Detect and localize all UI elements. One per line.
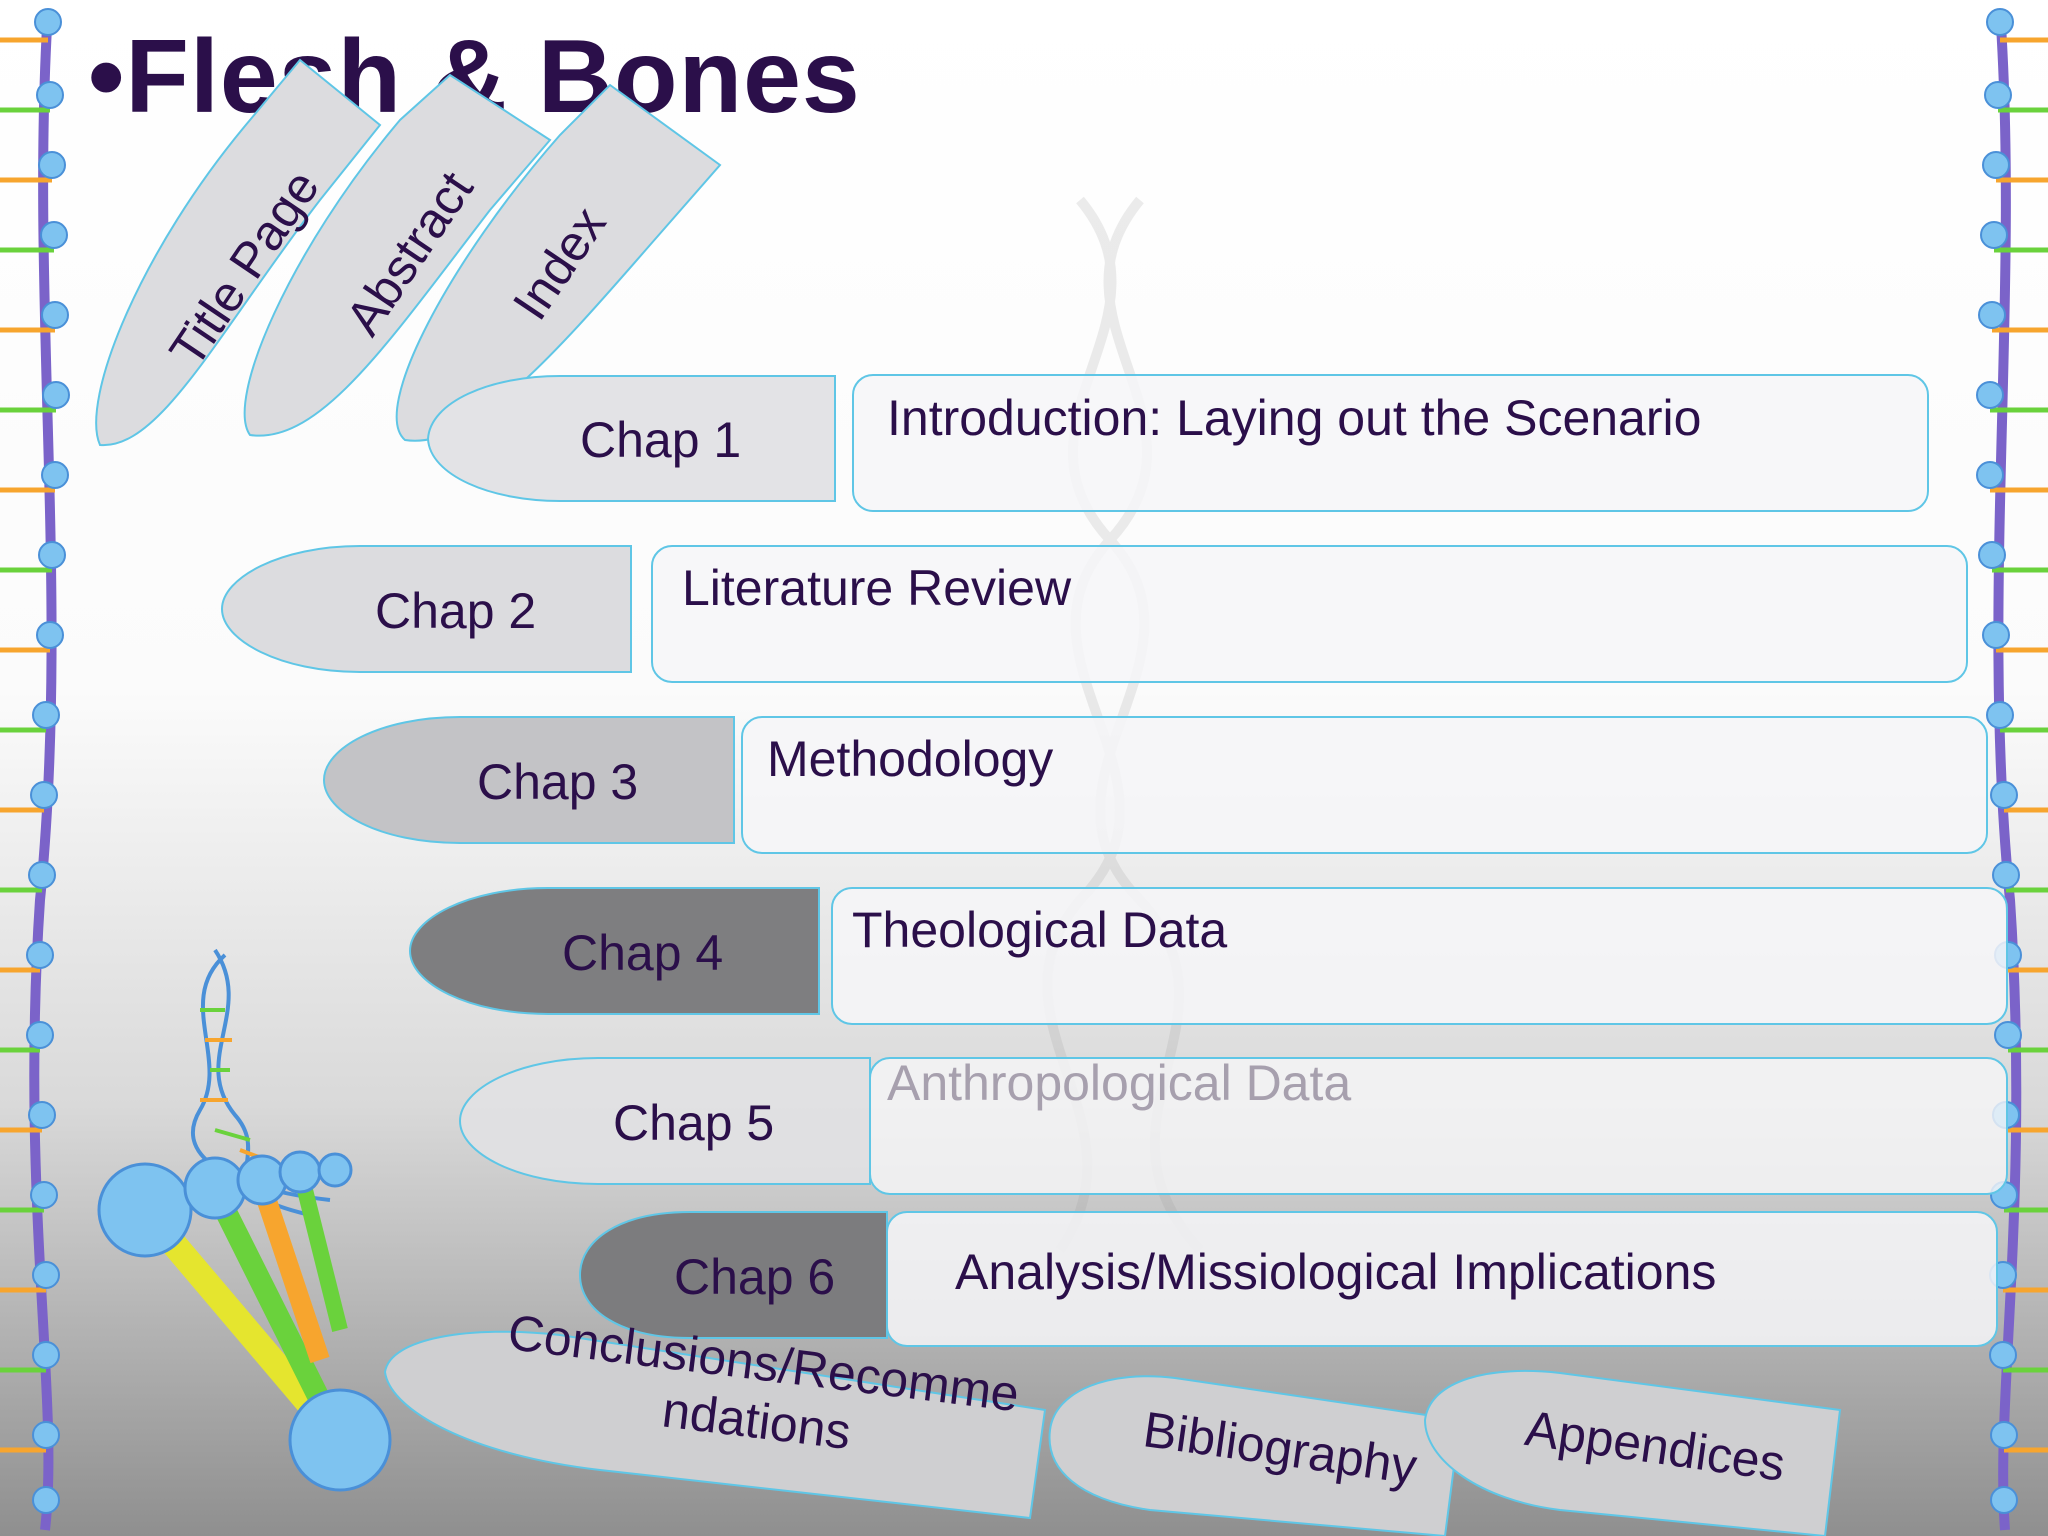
chap2-tab-shape: [220, 545, 632, 673]
chap4-label: Chap 4: [562, 925, 724, 981]
chap1-tab-shape: [426, 375, 836, 502]
chap5-tab-shape: [458, 1057, 871, 1185]
chap1-topic: Introduction: Laying out the Scenario: [887, 390, 1702, 446]
chap2-topic-box: [651, 545, 1968, 683]
chap2-topic: Literature Review: [682, 560, 1072, 616]
chap6-topic-box: [886, 1211, 1998, 1347]
chap5-topic: Anthropological Data: [887, 1055, 1352, 1111]
tab-shape-conclusions: [383, 1330, 1047, 1520]
chap3-label: Chap 3: [477, 754, 639, 810]
chap2-label: Chap 2: [375, 583, 537, 639]
tab-shape-abstract: [243, 73, 552, 437]
chap4-topic: Theological Data: [852, 902, 1228, 958]
chap4-topic-box: [831, 887, 2008, 1025]
chap1-label: Chap 1: [580, 412, 742, 468]
chap6-tab-shape: [578, 1211, 888, 1339]
chap1-topic-box: [852, 374, 1929, 512]
chap6-label: Chap 6: [674, 1249, 836, 1305]
chap3-topic-box: [741, 716, 1988, 854]
tab-shape-appendices: [1423, 1369, 1842, 1536]
chap5-topic-box: [869, 1057, 2008, 1195]
chap3-topic: Methodology: [767, 731, 1054, 787]
chap6-topic: Analysis/Missiological Implications: [955, 1244, 1717, 1300]
chap4-tab-shape: [408, 887, 820, 1015]
tab-shape-title-page: [95, 58, 382, 447]
tab-shape-bibliography: [1048, 1375, 1462, 1536]
chap3-tab-shape: [322, 716, 735, 844]
chap5-label: Chap 5: [613, 1095, 775, 1151]
